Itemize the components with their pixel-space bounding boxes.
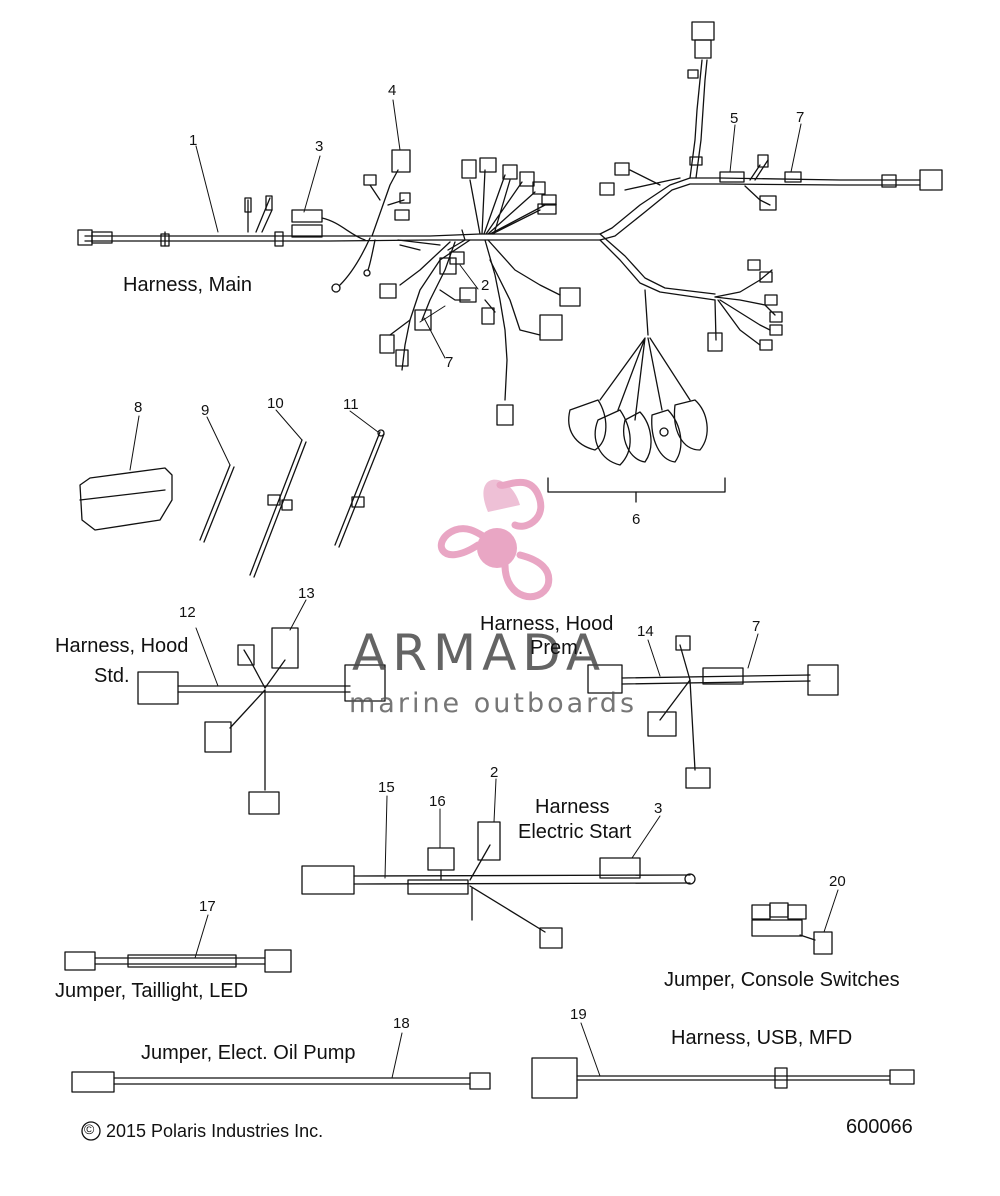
callout-7-main: 7 xyxy=(445,354,454,371)
jumpers-drawing xyxy=(64,902,915,1099)
label-harness-hood-prem-line1: Harness, Hood xyxy=(480,613,614,635)
label-harness-main: Harness, Main xyxy=(123,274,252,296)
callout-5: 5 xyxy=(730,110,739,127)
callout-1: 1 xyxy=(189,132,198,149)
label-jumper-console-switches: Jumper, Console Switches xyxy=(664,969,900,991)
callout-9: 9 xyxy=(201,402,210,419)
callout-10: 10 xyxy=(267,395,284,412)
label-harness-hood-std-line2: Std. xyxy=(94,665,130,687)
label-jumper-taillight: Jumper, Taillight, LED xyxy=(55,980,249,1002)
callout-7-prem: 7 xyxy=(752,618,761,635)
propeller-logo xyxy=(437,478,553,601)
label-harness-hood-std-line1: Harness, Hood xyxy=(55,635,189,657)
callout-20: 20 xyxy=(829,873,846,890)
callout-12: 12 xyxy=(179,604,196,621)
copyright-mark-circle xyxy=(81,1121,101,1141)
callout-11: 11 xyxy=(343,396,359,413)
callout-7-top: 7 xyxy=(796,109,805,126)
callout-4: 4 xyxy=(388,82,397,99)
copyright-text: 2015 Polaris Industries Inc. xyxy=(106,1121,324,1141)
callout-2-start: 2 xyxy=(490,764,499,781)
callout-18: 18 xyxy=(393,1015,410,1032)
main-harness-drawing xyxy=(77,21,943,503)
callout-19: 19 xyxy=(570,1006,587,1023)
callout-14: 14 xyxy=(637,623,654,640)
callout-17: 17 xyxy=(199,898,216,915)
callout-13: 13 xyxy=(298,585,315,602)
electric-start-harness-drawing xyxy=(301,821,696,949)
hood-std-harness-drawing xyxy=(137,627,386,815)
callout-8: 8 xyxy=(134,399,143,416)
callout-16: 16 xyxy=(429,793,446,810)
leader-lines xyxy=(129,99,839,1079)
label-harness-electric-start-line1: Harness xyxy=(535,796,610,818)
callout-6: 6 xyxy=(632,511,641,528)
hood-prem-harness-drawing xyxy=(587,635,839,789)
watermark-brand: ARMADA xyxy=(352,624,607,682)
label-harness-hood-prem-line2: Prem. xyxy=(530,637,584,659)
accessories-drawing xyxy=(79,429,385,578)
label-harness-electric-start-line2: Electric Start xyxy=(518,821,632,843)
label-harness-usb-mfd: Harness, USB, MFD xyxy=(671,1027,853,1049)
copyright-symbol: © xyxy=(84,1121,95,1137)
callout-3-start: 3 xyxy=(654,800,663,817)
callout-2-main: 2 xyxy=(481,277,490,294)
watermark-tagline: marine outboards xyxy=(349,688,638,719)
drawing-number: 600066 xyxy=(846,1116,913,1138)
label-jumper-oil-pump: Jumper, Elect. Oil Pump xyxy=(141,1042,356,1064)
callout-15: 15 xyxy=(378,779,395,796)
callout-3: 3 xyxy=(315,138,324,155)
